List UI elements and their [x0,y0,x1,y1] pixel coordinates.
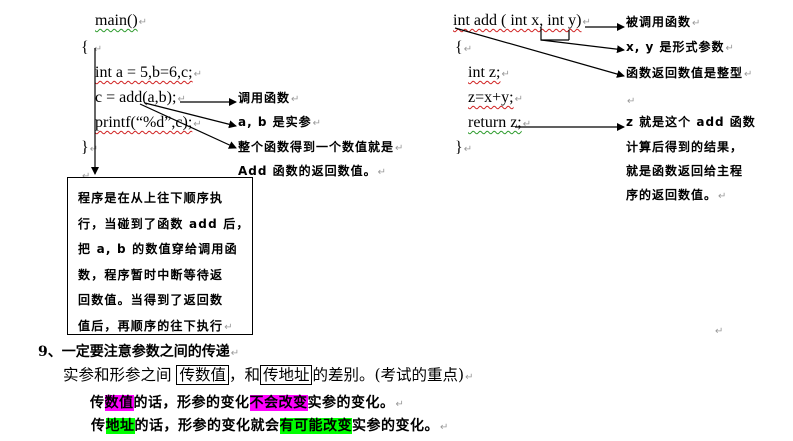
highlight-address: 地址 [105,418,135,434]
code-line-assign: z=x+y;↵ [468,89,523,106]
code-line-printf: printf(“%d”,c);↵ [95,114,202,131]
code-line-int-z: int z;↵ [468,64,510,81]
flow-line-6: 值后，再顺序的往下执行↵ [78,318,234,333]
code-line-call: c = add(a,b);↵ [95,89,186,106]
paragraph-mark: ↵ [627,96,636,107]
flow-line-1: 程序是在从上往下顺序执 [78,191,224,205]
note-return-value-line2: Add 函数的返回数值。↵ [238,164,388,178]
note-result-line1: z 就是这个 add 函数 [626,115,756,129]
code-line-close-brace-right: }↵ [455,139,473,156]
note-result-line3: 就是函数返回给主程 [626,164,744,178]
boxed-pass-by-address: 传地址 [259,365,313,385]
code-line-return: return z;↵ [468,114,532,131]
flow-line-2: 行，当碰到了函数 add 后， [78,216,250,231]
section-line-by-value: 传数值的话，形参的变化不会改变实参的变化。↵ [90,395,405,411]
note-result-line2: 计算后得到的结果， [626,140,744,154]
arrow-to-formal-params [540,39,625,54]
code-line-open-brace-right: {↵ [455,39,473,56]
highlight-may-change: 有可能改变 [279,418,352,434]
execution-flow-textbox: 程序是在从上往下顺序执 行，当碰到了函数 add 后， 把 a, b 的数值穿给… [67,177,253,335]
section-line-difference: 实参和形参之间 传数值，和传地址的差别。(考试的重点)↵ [63,365,474,385]
note-formal-params: x, y 是形式参数↵ [626,40,735,54]
flow-line-4: 数，程序暂时中断等待返 [78,267,224,282]
highlight-value: 数值 [104,395,134,411]
section-line-by-address: 传地址的话，形参的变化就会有可能改变实参的变化。↵ [91,418,449,434]
note-result-line4: 序的返回数值。↵ [626,188,728,202]
code-line-signature: int add ( int x, int y)↵ [453,12,591,29]
paragraph-mark: ↵ [82,171,91,182]
note-actual-params: a, b 是实参↵ [238,115,322,129]
note-return-value-line1: 整个函数得到一个数值就是↵ [238,140,405,154]
code-line-declaration: int a = 5,b=6,c;↵ [95,64,202,81]
flow-line-5: 回数值。当得到了返回数 [78,293,224,307]
section-heading: 9、一定要注意参数之间的传递↵ [38,344,240,360]
note-call-function: 调用函数↵ [238,91,301,105]
code-line-close-brace: }↵ [81,139,99,156]
paragraph-mark: ↵ [715,326,724,337]
code-line-open-brace: { ↵ [81,39,103,56]
note-called-function: 被调用函数↵ [626,15,702,29]
note-return-type: 函数返回数值是整型↵ [626,66,754,80]
code-line-main: main()↵ [95,12,148,29]
highlight-will-not-change: 不会改变 [249,395,308,411]
flow-line-3: 把 a, b 的数值穿给调用函 [78,242,238,256]
boxed-pass-by-value: 传数值 [176,365,229,385]
